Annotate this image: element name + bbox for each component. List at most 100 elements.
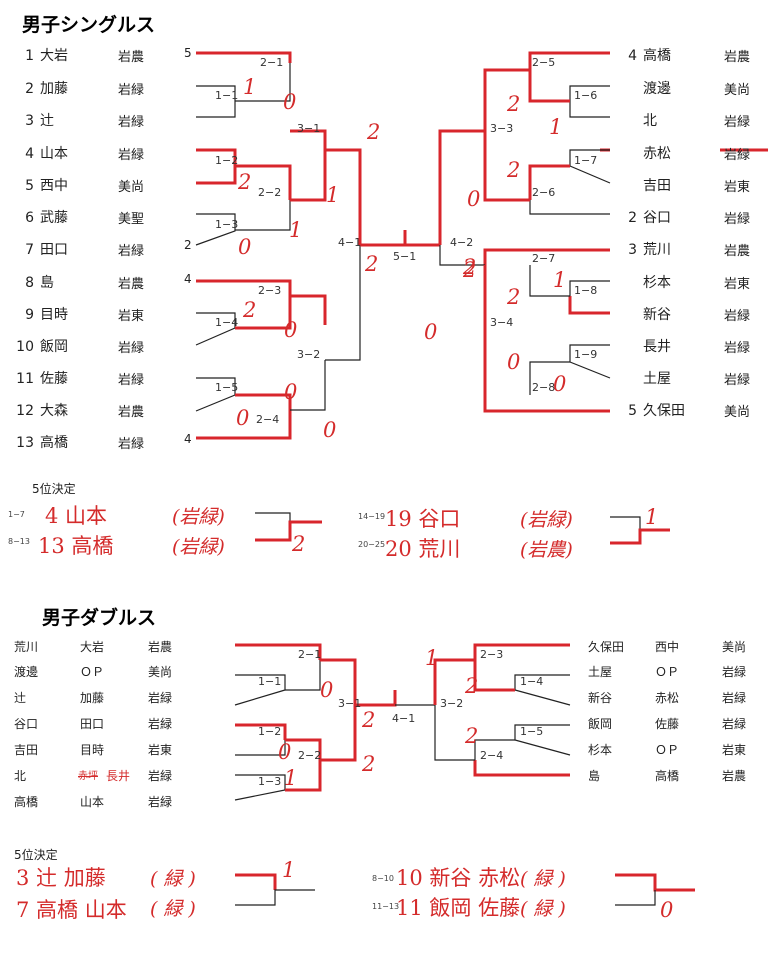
fifth-team: (岩緑) [172,506,225,528]
match-label: 2−3 [258,284,282,297]
fifth-place-label: 5位決定 [14,848,58,862]
match-label: 2−5 [532,56,556,69]
hand-score: 0 [284,318,298,342]
match-label: 2−1 [298,648,322,661]
team-label: 美尚 [148,665,173,679]
list-item: 新谷 [588,691,613,705]
fifth-team: (岩緑) [172,536,225,558]
hand-score: 2 [367,120,381,144]
team-label: 岩緑 [118,341,145,356]
team-label: 岩農 [148,640,173,654]
fifth-entry: 20 荒川 [385,537,461,561]
team-label: 岩緑 [722,691,747,705]
fifth-entry: 19 谷口 [385,507,461,531]
team-label: 美聖 [118,212,145,227]
hand-score: 2 [365,252,379,276]
list-item: 吉田 [14,743,39,757]
list-item: 谷口 [14,717,39,731]
match-label: 2−7 [532,252,556,265]
team-label: 岩緑 [724,212,751,227]
printed-score: 4 [184,272,192,286]
team-label: 岩緑 [724,373,751,388]
match-label: 1−3 [258,775,282,788]
team-label: 岩東 [118,309,145,324]
list-item: 長井 [106,769,131,783]
team-label: 岩緑 [722,665,747,679]
list-item: ＯＰ [80,665,105,679]
list-item: 飯岡 [588,717,613,731]
match-label: 1−7 [574,154,598,167]
hand-score: 0 [278,740,292,764]
match-label: 2−4 [256,413,280,426]
hand-score: 1 [243,75,257,99]
singles-title: 男子シングルス [22,14,156,36]
list-item: 大岩 [80,640,105,654]
hand-score: 0 [284,380,298,404]
fifth-team: (緑) [520,868,572,890]
hand-score: 2 [463,258,477,282]
list-item: 土屋 [643,371,671,387]
team-label: 岩農 [722,769,747,783]
list-item: 高橋 [655,769,680,783]
range-label: 1−7 [8,510,25,519]
hand-score: 0 [320,678,334,702]
hand-score: 0 [323,418,337,442]
match-label: 1−8 [574,284,598,297]
team-label: 美尚 [118,180,145,195]
hand-score: 2 [465,724,479,748]
fifth-team: (岩緑) [520,509,573,531]
match-label: 1−2 [215,154,239,167]
list-item: 土屋 [588,665,613,679]
fifth-entry: 4 山本 [45,504,108,528]
match-label: 2−8 [532,381,556,394]
list-item: 目時 [80,743,105,757]
list-item: 田口 [80,717,105,731]
hand-score: 2 [238,170,252,194]
hand-score: 0 [507,350,521,374]
list-item: 杉本 [643,275,671,291]
fifth-team: (岩農) [520,539,573,561]
match-label: 2−6 [532,186,556,199]
hand-score: 2 [243,298,257,322]
list-item: 山本 [80,795,105,809]
team-label: 岩緑 [118,437,145,452]
list-item: 赤松 [655,691,680,705]
match-label: 4−2 [450,236,474,249]
list-item: 高橋 [14,795,39,809]
list-item: 加藤 [80,691,105,705]
team-label: 岩緑 [148,769,173,783]
list-item: 赤松 [643,146,671,162]
fifth-place-label: 5位決定 [32,482,76,496]
match-label: 3−1 [338,697,362,710]
hand-score: 2 [463,255,477,279]
match-label: 1−4 [520,675,544,688]
list-item: 久保田 [588,640,625,654]
printed-score: 2 [184,238,192,252]
fifth-entry: 11 飯岡 佐藤 [396,896,521,920]
team-label: 岩緑 [722,717,747,731]
team-label: 岩農 [118,405,145,420]
hand-score: 0 [238,235,252,259]
hand-score: 0 [236,406,250,430]
match-label: 2−2 [258,186,282,199]
list-item: ＯＰ [655,665,680,679]
hand-score: 2 [465,674,479,698]
team-label: 岩緑 [724,309,751,324]
match-label: 1−6 [574,89,598,102]
hand-score: 0 [283,90,297,114]
hand-score: 1 [553,268,567,292]
range-label: 8−10 [372,874,394,883]
match-label: 1−9 [574,348,598,361]
hand-score: 1 [549,115,563,139]
team-label: 岩東 [148,743,173,757]
list-item: 荒川 [14,640,39,654]
